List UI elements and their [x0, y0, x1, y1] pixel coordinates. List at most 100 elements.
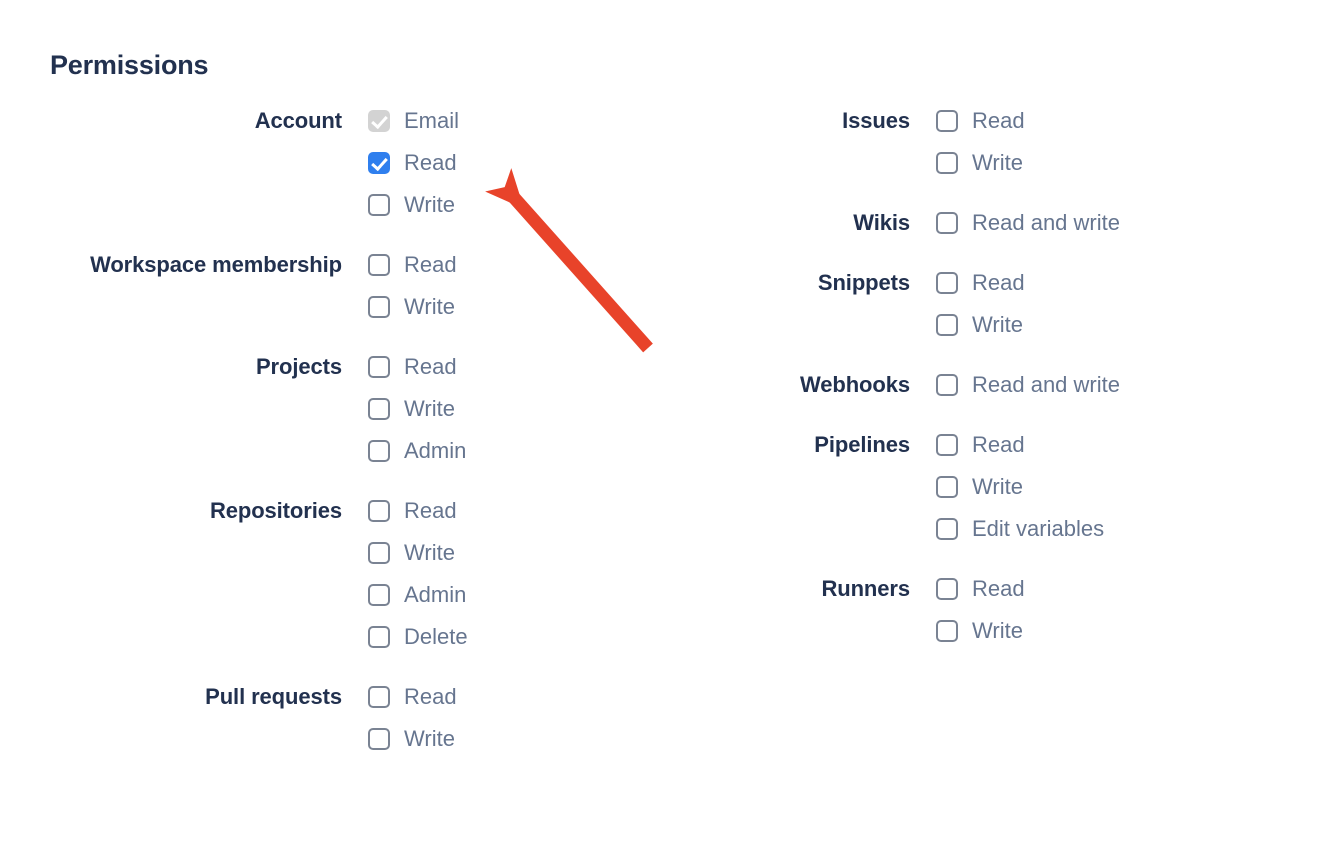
permission-option-row[interactable]: Write: [368, 286, 660, 328]
permission-option-label[interactable]: Delete: [404, 624, 468, 649]
page-title: Permissions: [50, 50, 209, 80]
permission-option-row[interactable]: Read: [936, 100, 1280, 142]
projects-admin-checkbox[interactable]: [368, 440, 390, 462]
permission-option-label[interactable]: Read: [404, 354, 457, 379]
snippets-read-checkbox[interactable]: [936, 272, 958, 294]
permission-option-label[interactable]: Read: [972, 108, 1025, 133]
issues-write-checkbox[interactable]: [936, 152, 958, 174]
permission-option-label[interactable]: Read and write: [972, 372, 1120, 397]
permission-option-label[interactable]: Write: [404, 540, 455, 565]
permission-option-label[interactable]: Read: [972, 576, 1025, 601]
account-read-checkbox[interactable]: [368, 152, 390, 174]
permission-option-label[interactable]: Admin: [404, 582, 467, 607]
permission-option-label[interactable]: Write: [404, 294, 455, 319]
repositories-delete-checkbox[interactable]: [368, 626, 390, 648]
permission-option-row[interactable]: Read: [368, 244, 660, 286]
permission-option-label[interactable]: Admin: [404, 438, 467, 463]
permission-option-row[interactable]: Write: [936, 610, 1280, 652]
permission-option-label[interactable]: Email: [404, 108, 460, 133]
issues-read-checkbox[interactable]: [936, 110, 958, 132]
permission-option-label[interactable]: Read and write: [972, 210, 1120, 235]
permission-option-row[interactable]: Write: [936, 304, 1280, 346]
webhooks-read-and-write-checkbox[interactable]: [936, 374, 958, 396]
permission-option-row[interactable]: Write: [368, 184, 660, 226]
permission-option-label[interactable]: Read: [404, 252, 457, 277]
permission-group-label: Workspace membership: [90, 252, 342, 277]
permission-option-label[interactable]: Write: [404, 396, 455, 421]
permission-group-label: Account: [254, 108, 342, 133]
snippets-write-checkbox[interactable]: [936, 314, 958, 336]
account-email-checkbox: [368, 110, 390, 132]
permission-option-row[interactable]: Email: [368, 100, 660, 142]
permission-option-row[interactable]: Read and write: [936, 364, 1280, 406]
pipelines-edit-variables-checkbox[interactable]: [936, 518, 958, 540]
permission-option-row[interactable]: Read: [368, 676, 660, 718]
permission-option-row[interactable]: Write: [936, 466, 1280, 508]
permission-option-label[interactable]: Read: [404, 684, 457, 709]
account-write-checkbox[interactable]: [368, 194, 390, 216]
runners-write-checkbox[interactable]: [936, 620, 958, 642]
permission-option-row[interactable]: Read: [936, 262, 1280, 304]
permission-option-label[interactable]: Edit variables: [972, 516, 1105, 541]
permission-option-row[interactable]: Write: [368, 718, 660, 760]
runners-read-checkbox[interactable]: [936, 578, 958, 600]
permission-option-row[interactable]: Write: [936, 142, 1280, 184]
permission-option-row[interactable]: Admin: [368, 430, 660, 472]
wikis-read-and-write-checkbox[interactable]: [936, 212, 958, 234]
pull-requests-read-checkbox[interactable]: [368, 686, 390, 708]
projects-read-checkbox[interactable]: [368, 356, 390, 378]
permission-option-row[interactable]: Read and write: [936, 202, 1280, 244]
repositories-write-checkbox[interactable]: [368, 542, 390, 564]
permission-option-label[interactable]: Read: [404, 150, 457, 175]
permission-group-label: Snippets: [817, 270, 910, 295]
permission-option-row[interactable]: Write: [368, 532, 660, 574]
pipelines-write-checkbox[interactable]: [936, 476, 958, 498]
permission-option-row[interactable]: Read: [368, 346, 660, 388]
permission-group-label: Pull requests: [205, 684, 342, 709]
permission-option-row[interactable]: Admin: [368, 574, 660, 616]
permission-group-label: Runners: [821, 576, 910, 601]
permission-option-label[interactable]: Write: [404, 192, 455, 217]
repositories-read-checkbox[interactable]: [368, 500, 390, 522]
permission-option-row[interactable]: Read: [368, 490, 660, 532]
permission-option-row[interactable]: Read: [368, 142, 660, 184]
workspace-membership-read-checkbox[interactable]: [368, 254, 390, 276]
permission-option-list: Read and write: [936, 202, 1280, 244]
permission-option-label[interactable]: Read: [972, 270, 1025, 295]
permission-option-row[interactable]: Read: [936, 424, 1280, 466]
workspace-membership-write-checkbox[interactable]: [368, 296, 390, 318]
pull-requests-write-checkbox[interactable]: [368, 728, 390, 750]
permission-option-row[interactable]: Delete: [368, 616, 660, 658]
permission-option-label[interactable]: Write: [972, 312, 1023, 337]
permission-option-label[interactable]: Write: [972, 618, 1023, 643]
permission-option-label[interactable]: Write: [972, 474, 1023, 499]
permission-option-label[interactable]: Read: [404, 498, 457, 523]
permission-option-row[interactable]: Write: [368, 388, 660, 430]
permission-option-label[interactable]: Read: [972, 432, 1025, 457]
repositories-admin-checkbox[interactable]: [368, 584, 390, 606]
permission-option-label[interactable]: Write: [404, 726, 455, 751]
projects-write-checkbox[interactable]: [368, 398, 390, 420]
pipelines-read-checkbox[interactable]: [936, 434, 958, 456]
permission-option-row[interactable]: Edit variables: [936, 508, 1280, 550]
permission-option-label[interactable]: Write: [972, 150, 1023, 175]
permission-option-row[interactable]: Read: [936, 568, 1280, 610]
permission-group-label: Projects: [255, 354, 342, 379]
